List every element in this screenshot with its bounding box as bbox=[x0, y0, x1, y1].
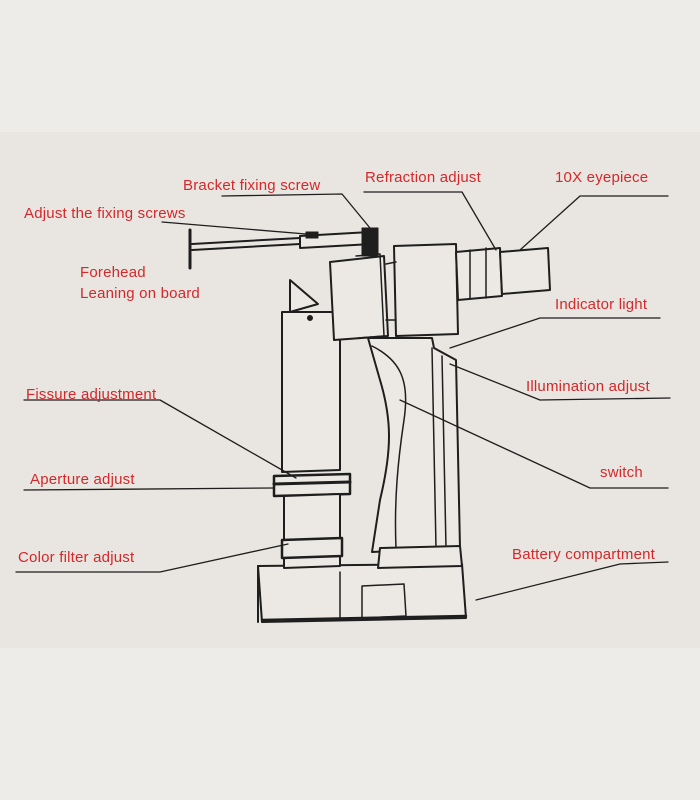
label-switch: switch bbox=[600, 464, 643, 481]
label-aperture-adjust: Aperture adjust bbox=[30, 471, 135, 488]
label-forehead: Forehead bbox=[80, 264, 146, 281]
label-10x-eyepiece: 10X eyepiece bbox=[555, 169, 649, 186]
arm-column bbox=[367, 337, 463, 569]
label-illumination-adjust: Illumination adjust bbox=[526, 378, 650, 395]
label-battery-compartment: Battery compartment bbox=[512, 546, 656, 563]
base-unit bbox=[257, 563, 468, 623]
forehead-bar bbox=[188, 227, 379, 270]
label-adjust-fixing-screws: Adjust the fixing screws bbox=[24, 205, 186, 222]
illumination-tower bbox=[272, 279, 352, 569]
label-indicator-light: Indicator light bbox=[555, 296, 648, 313]
leader-lines bbox=[15, 191, 671, 601]
label-refraction-adjust: Refraction adjust bbox=[365, 169, 481, 186]
top-margin bbox=[0, 0, 700, 132]
label-bracket-fixing-screw: Bracket fixing screw bbox=[183, 177, 321, 194]
label-color-filter-adjust: Color filter adjust bbox=[18, 549, 135, 566]
label-fissure-adjustment: Fissure adjustment bbox=[26, 386, 157, 403]
microscope-head bbox=[329, 243, 551, 341]
label-leaning-on-board: Leaning on board bbox=[80, 285, 200, 302]
bottom-margin bbox=[0, 648, 700, 800]
